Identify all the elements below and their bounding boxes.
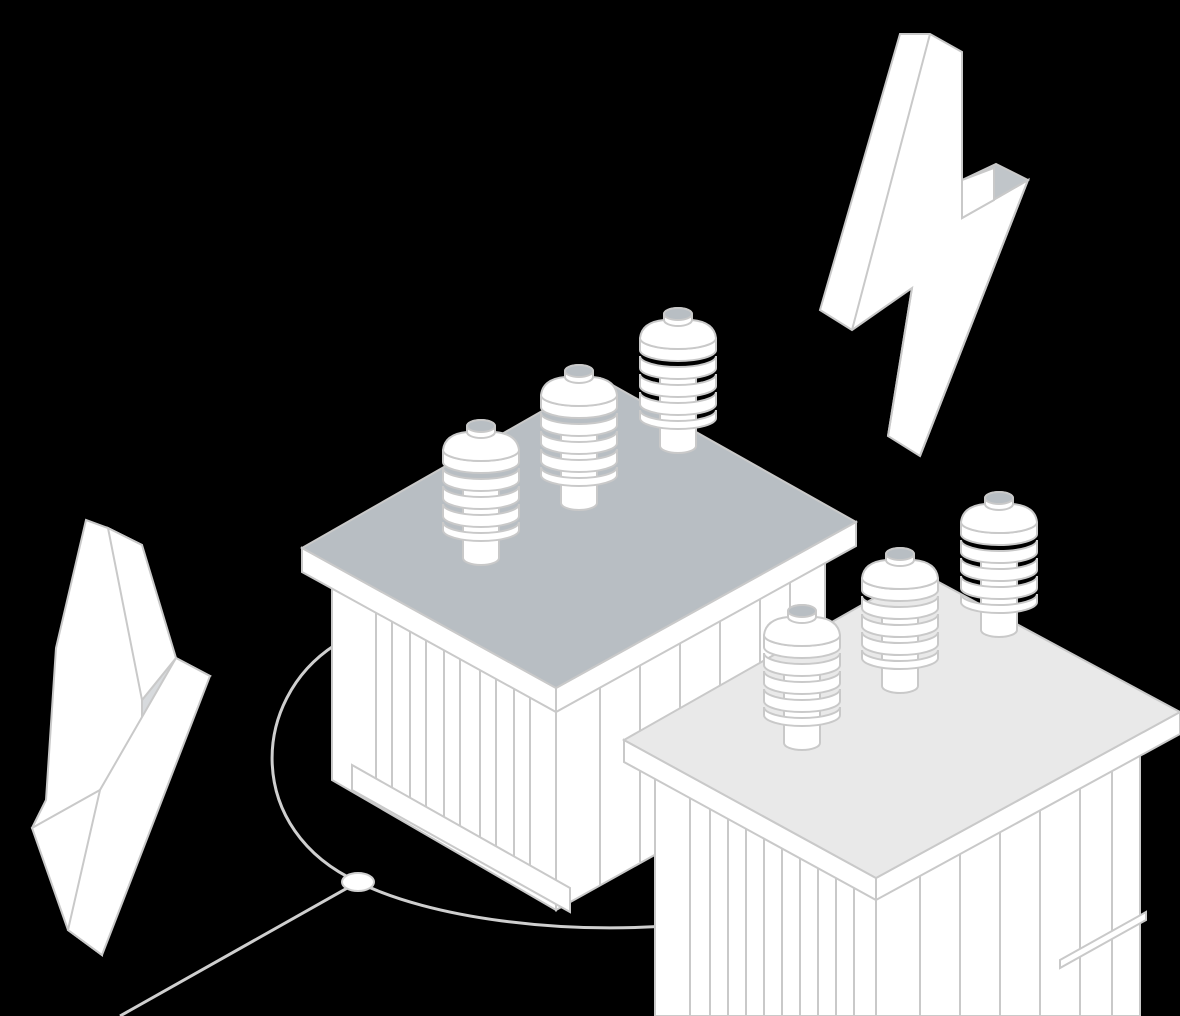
lightning-bolt-icon xyxy=(30,518,212,957)
transformer-icon xyxy=(299,307,859,914)
transformer-icon xyxy=(621,491,1180,1016)
connection-node xyxy=(341,872,375,892)
lightning-bolt-icon xyxy=(818,33,1031,458)
connection-line xyxy=(119,643,681,1016)
